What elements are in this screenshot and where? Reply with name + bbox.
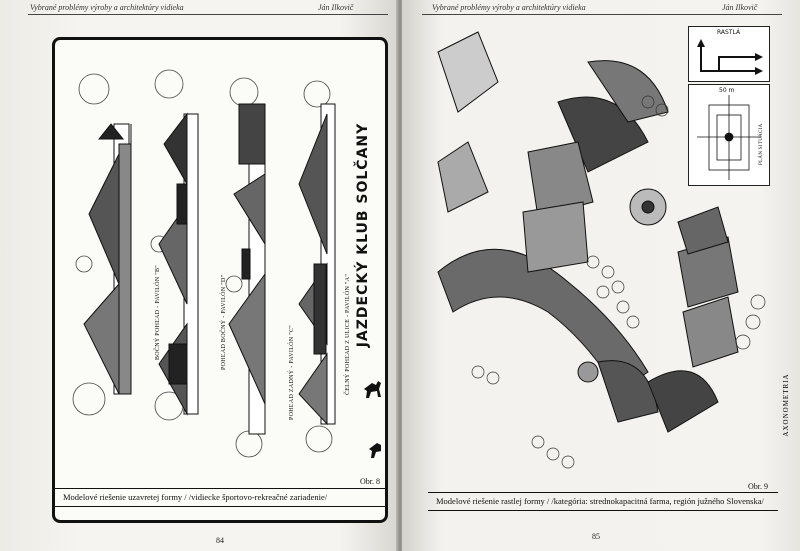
left-header-author: Ján Ilkovič	[318, 3, 354, 12]
book-gutter	[396, 0, 404, 551]
right-caption-rule-bottom	[428, 510, 778, 511]
right-page: Vybrané problémy výroby a architektúry v…	[402, 0, 800, 551]
inset-scale-label: 50 m	[719, 87, 735, 94]
drawing-frame: JAZDECKÝ KLUB SOLČANY BOČNÝ POHĽAD - PAV…	[52, 37, 388, 523]
caption-rule-bottom	[55, 506, 385, 507]
farm-axonometric-plan	[437, 31, 766, 469]
left-header-rule	[28, 14, 388, 15]
figure-label-9: Obr. 9	[748, 482, 768, 491]
right-header-author: Ján Ilkovič	[722, 3, 758, 12]
page-number-right: 85	[592, 532, 600, 541]
sheet-title: JAZDECKÝ KLUB SOLČANY	[355, 122, 371, 348]
figure-label-8: Obr. 8	[360, 477, 380, 486]
left-header-title: Vybrané problémy výroby a architektúry v…	[30, 3, 184, 12]
inset-top-label: RASTLÁ	[717, 29, 741, 36]
left-page: Vybrané problémy výroby a architektúry v…	[0, 0, 398, 551]
right-caption-rule	[428, 492, 778, 493]
site-plan-inset: 50 m PLÁN SITUÁCIA	[688, 84, 770, 186]
orientation-inset: RASTLÁ	[688, 26, 770, 82]
elevation-label-1: BOČNÝ POHĽAD - PAVILÓN "B"	[155, 264, 161, 360]
inset-side-label: PLÁN SITUÁCIA	[759, 123, 764, 165]
page-number-left: 84	[216, 536, 224, 545]
elevation-label-2: POHĽAD BOČNÝ - PAVILÓN "D"	[221, 274, 227, 370]
elevation-label-3: POHĽAD ZADNÝ - PAVILÓN "C"	[289, 324, 295, 420]
caption-rule	[55, 488, 385, 489]
right-header-title: Vybrané problémy výroby a architektúry v…	[432, 3, 586, 12]
caption-left: Modelové riešenie uzavretej formy / /vid…	[63, 492, 328, 502]
growth-arrows-icon	[697, 39, 763, 75]
tree-sketch	[78, 73, 110, 105]
axonometry-label: AXONOMETRIA	[782, 373, 790, 437]
site-plan-drawing	[697, 95, 761, 180]
horse-icon	[364, 381, 381, 458]
elevation-drawings	[72, 69, 381, 458]
caption-right: Modelové riešenie rastlej formy / /kateg…	[436, 496, 764, 506]
right-header-rule	[422, 14, 782, 15]
elevation-label-4: ČELNÝ POHĽAD Z ULICE - PAVILÓN "A"	[345, 273, 351, 395]
